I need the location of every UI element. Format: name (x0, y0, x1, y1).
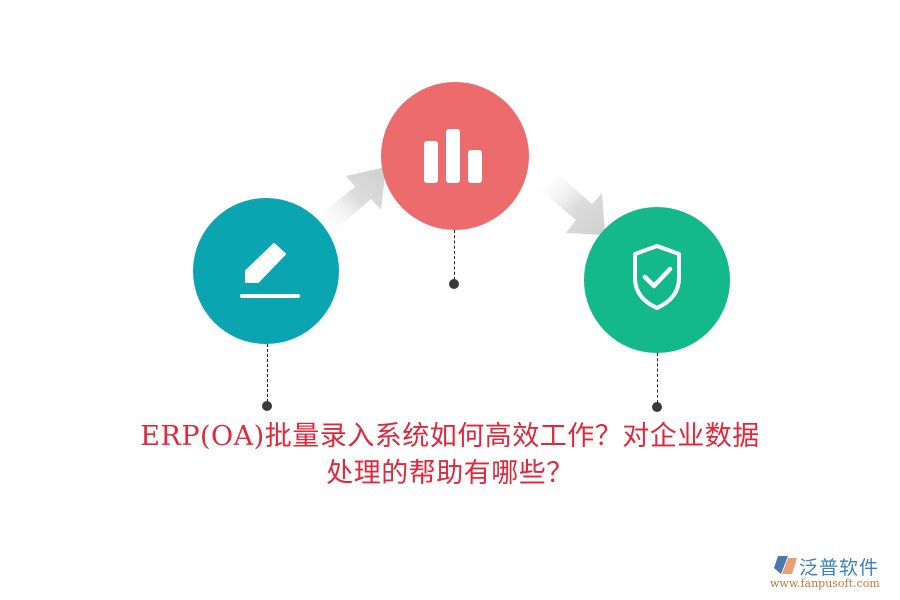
step-edit-circle (193, 198, 339, 344)
step-analyze-circle (381, 82, 529, 230)
bar-chart-icon (424, 129, 482, 183)
fanpu-logo-icon (774, 556, 797, 574)
title-line-2: 处理的帮助有哪些？ (326, 458, 574, 489)
anchor-dot-edit (262, 401, 272, 411)
anchor-dot-secure (652, 402, 662, 412)
leader-line-secure (657, 353, 658, 403)
step-secure-circle (584, 207, 730, 353)
leader-line-edit (267, 344, 268, 402)
brand-logo: 泛普软件 www.fanpusoft.com (770, 553, 895, 593)
arrow-down-right-icon (540, 174, 605, 235)
leader-line-analyze (454, 230, 455, 280)
logo-name: 泛普软件 (799, 557, 880, 579)
pencil-edit-icon (240, 243, 300, 298)
anchor-dot-analyze (449, 279, 459, 289)
title-line-1: ERP(OA)批量录入系统如何高效工作？对企业数据 (140, 421, 760, 452)
arrow-up-right-icon (318, 167, 386, 230)
shield-check-icon (633, 244, 681, 310)
logo-url: www.fanpusoft.com (770, 577, 880, 590)
